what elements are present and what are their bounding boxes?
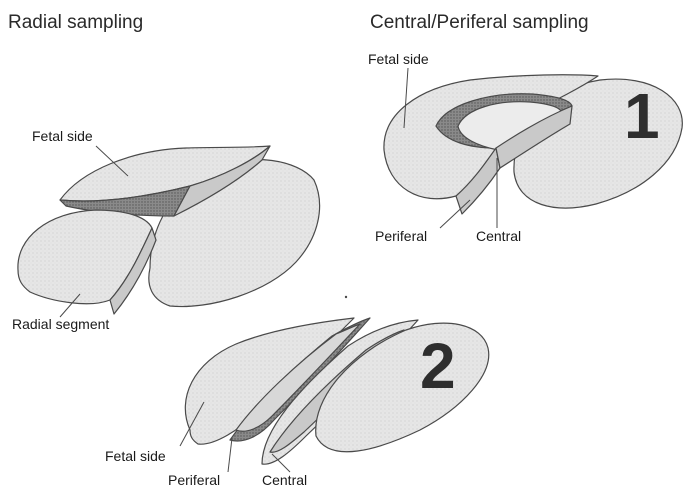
method-1-numeral: 1 (624, 84, 660, 148)
cp1-peripheral-label: Periferal (375, 228, 427, 244)
method-2-numeral: 2 (420, 334, 456, 398)
radial-fetal-side-label: Fetal side (32, 128, 93, 144)
cp2-central-label: Central (262, 472, 307, 488)
central-peripheral-heading: Central/Periferal sampling (370, 12, 589, 34)
radial-segment-label: Radial segment (12, 316, 109, 332)
cp2-peripheral-label: Periferal (168, 472, 220, 488)
cp2-fetal-side-label: Fetal side (105, 448, 166, 464)
cp1-peripheral-leader (440, 200, 470, 228)
radial-sampling-illustration (18, 146, 320, 317)
cp1-fetal-side-label: Fetal side (368, 51, 429, 67)
cp1-central-label: Central (476, 228, 521, 244)
radial-sampling-heading: Radial sampling (8, 12, 143, 34)
stray-dot (345, 296, 347, 298)
cp2-peripheral-leader (228, 438, 232, 472)
